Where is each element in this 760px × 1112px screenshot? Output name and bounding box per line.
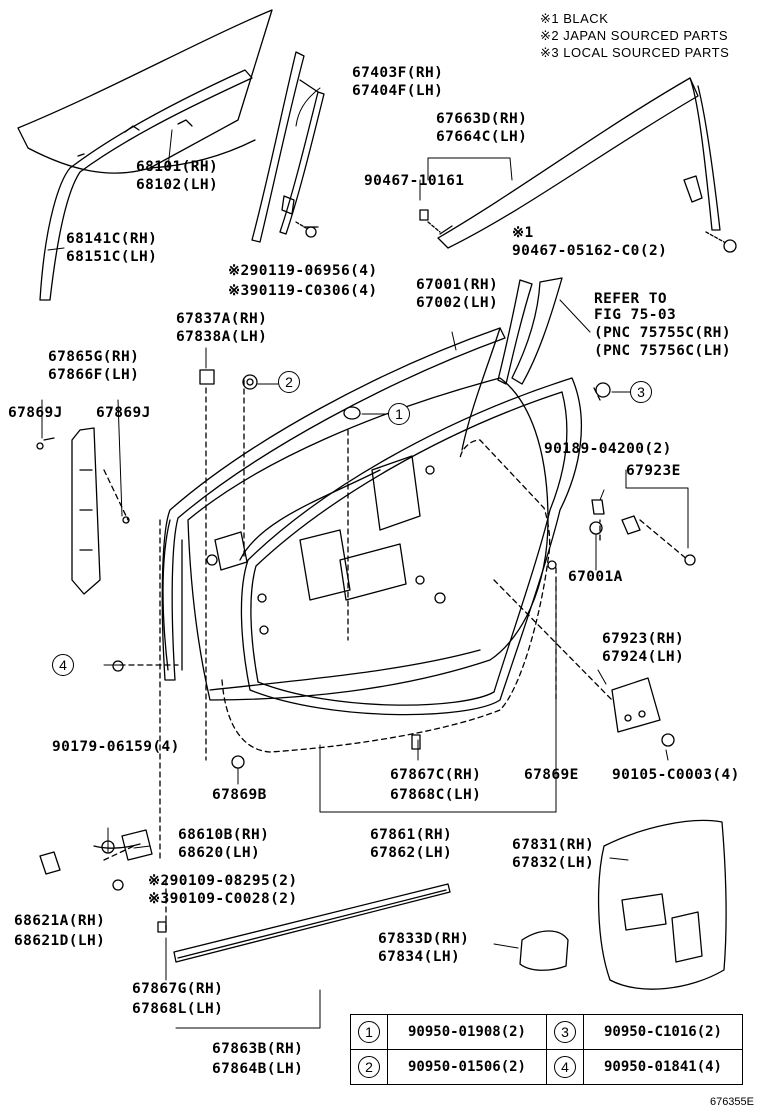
label-90467-10161: 90467-10161	[364, 173, 465, 189]
label-67663-rh: 67663D(RH)	[436, 111, 528, 127]
label-68621a-rh: 68621A(RH)	[14, 913, 106, 929]
label-refer-pnc-lh: (PNC 75756C(LH)	[594, 343, 731, 359]
label-90189-04200: 90189-04200(2)	[544, 441, 672, 457]
label-67001a: 67001A	[568, 569, 623, 585]
door-weatherstrip	[240, 377, 582, 716]
legend-num-4: 4	[554, 1056, 576, 1078]
label-67869j-right: 67869J	[96, 405, 151, 421]
label-black-mark: ※1	[512, 225, 534, 241]
callout-1: 1	[388, 403, 410, 425]
leader-lines	[41, 87, 689, 1029]
label-refer-fig: FIG 75-03	[594, 307, 677, 323]
label-68101-rh: 68101(RH)	[136, 159, 219, 175]
label-68621d-lh: 68621D(LH)	[14, 933, 106, 949]
note-local: ※3 LOCAL SOURCED PARTS	[540, 45, 730, 60]
note-japan: ※2 JAPAN SOURCED PARTS	[540, 28, 729, 43]
label-67869j-left: 67869J	[8, 405, 63, 421]
belt-moulding	[173, 883, 451, 963]
cover-bracket	[611, 677, 661, 733]
label-67864-lh: 67864B(LH)	[212, 1061, 304, 1077]
label-67867g-rh: 67867G(RH)	[132, 981, 224, 997]
callout-4: 4	[52, 654, 74, 676]
clip-67867g	[157, 921, 167, 933]
label-90109-c0028: ※390109-C0028(2)	[148, 891, 298, 907]
label-67861-rh: 67861(RH)	[370, 827, 453, 843]
label-67868l-lh: 67868L(LH)	[132, 1001, 224, 1017]
label-67664-lh: 67664C(LH)	[436, 129, 528, 145]
legend-num-2: 2	[358, 1056, 380, 1078]
label-68141-rh: 68141C(RH)	[66, 231, 158, 247]
figure-id: 676355E	[709, 1096, 754, 1108]
door-frame	[161, 277, 563, 681]
label-67868c-lh: 67868C(LH)	[390, 787, 482, 803]
legend-row: 2 90950-01506(2) 4 90950-01841(4)	[350, 1049, 743, 1085]
label-67923-rh: 67923(RH)	[602, 631, 685, 647]
label-90179-06159: 90179-06159(4)	[52, 739, 180, 755]
glass-run	[39, 69, 253, 301]
label-67831-rh: 67831(RH)	[512, 837, 595, 853]
label-68620-lh: 68620(LH)	[178, 845, 261, 861]
check-bracket	[36, 427, 130, 595]
fastener-legend-table: 1 90950-01908(2) 3 90950-C1016(2) 2 9095…	[350, 1014, 743, 1085]
service-hole-cover	[597, 819, 727, 990]
label-67862-lh: 67862(LH)	[370, 845, 453, 861]
label-68102-lh: 68102(LH)	[136, 177, 219, 193]
label-67869e: 67869E	[524, 767, 579, 783]
label-67867c-rh: 67867C(RH)	[390, 767, 482, 783]
label-67838-lh: 67838A(LH)	[176, 329, 268, 345]
callout-3: 3	[630, 381, 652, 403]
label-67865-rh: 67865G(RH)	[48, 349, 140, 365]
label-67923e: 67923E	[626, 463, 681, 479]
legend-value-4: 90950-01841(4)	[583, 1049, 743, 1085]
door-glass	[17, 9, 273, 174]
label-67863-rh: 67863B(RH)	[212, 1041, 304, 1057]
label-67002-lh: 67002(LH)	[416, 295, 499, 311]
label-67404-lh: 67404F(LH)	[352, 83, 444, 99]
label-90119-c0306: ※390119-C0306(4)	[228, 283, 378, 299]
label-67403-rh: 67403F(RH)	[352, 65, 444, 81]
label-90109-08295: ※290109-08295(2)	[148, 873, 298, 889]
legend-value-1: 90950-01908(2)	[387, 1014, 547, 1050]
clip-90467	[419, 209, 737, 253]
label-90467-05162: 90467-05162-C0(2)	[512, 243, 668, 259]
label-67869b: 67869B	[212, 787, 267, 803]
upper-moulding	[437, 77, 721, 249]
label-68610-rh: 68610B(RH)	[178, 827, 270, 843]
legend-value-2: 90950-01506(2)	[387, 1049, 547, 1085]
label-67832-lh: 67832(LH)	[512, 855, 595, 871]
division-bar	[251, 51, 325, 243]
legend-row: 1 90950-01908(2) 3 90950-C1016(2)	[350, 1014, 743, 1050]
legend-num-1: 1	[358, 1021, 380, 1043]
lock-wire	[39, 829, 153, 875]
screw-90119	[295, 221, 319, 238]
door-inner-panel	[162, 377, 549, 701]
label-67837-rh: 67837A(RH)	[176, 311, 268, 327]
label-90119-06956: ※290119-06956(4)	[228, 263, 378, 279]
label-90105-c0003: 90105-C0003(4)	[612, 767, 740, 783]
label-67866-lh: 67866F(LH)	[48, 367, 140, 383]
label-67924-lh: 67924(LH)	[602, 649, 685, 665]
label-67001-rh: 67001(RH)	[416, 277, 499, 293]
label-refer-to: REFER TO	[594, 291, 668, 307]
legend-num-3: 3	[554, 1021, 576, 1043]
note-black: ※1 BLACK	[540, 11, 609, 26]
label-refer-pnc-rh: (PNC 75755C(RH)	[594, 325, 731, 341]
pad-67833	[519, 930, 569, 971]
label-67834-lh: 67834(LH)	[378, 949, 461, 965]
label-67833-rh: 67833D(RH)	[378, 931, 470, 947]
legend-value-3: 90950-C1016(2)	[583, 1014, 743, 1050]
label-68151-lh: 68151C(LH)	[66, 249, 158, 265]
callout-2: 2	[278, 371, 300, 393]
fasteners	[101, 369, 696, 891]
